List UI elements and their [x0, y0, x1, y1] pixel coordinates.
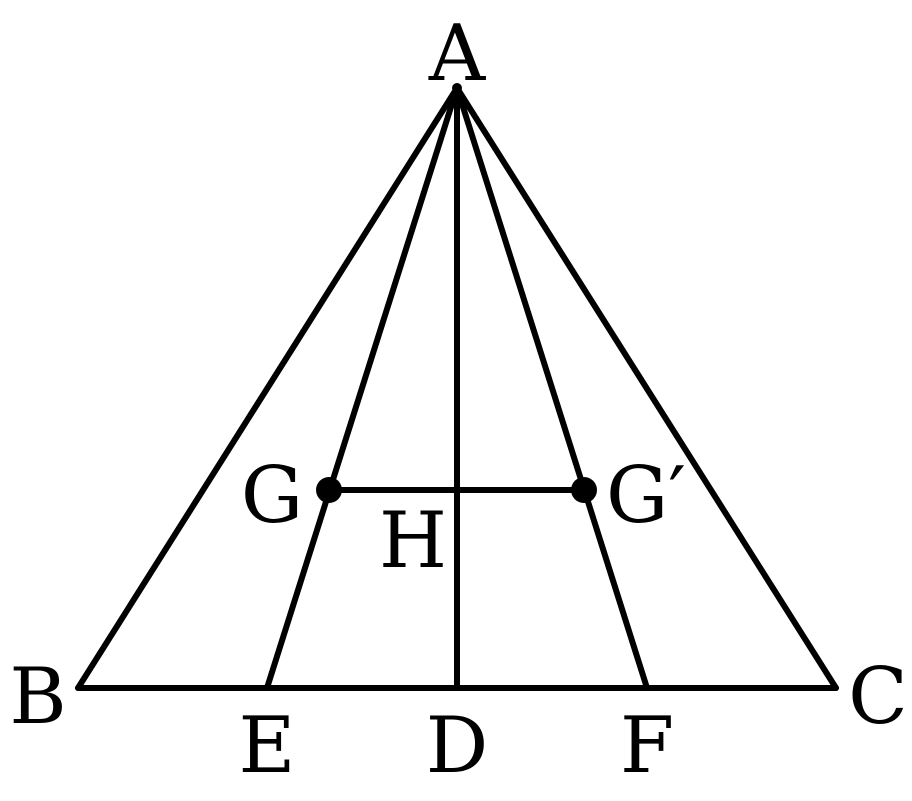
label-G-prime: G′: [606, 451, 686, 541]
segment-AC: [454, 85, 839, 691]
point-G-prime: [571, 477, 597, 503]
label-D: D: [426, 701, 489, 791]
label-F: F: [620, 701, 674, 791]
segment-AE: [264, 85, 460, 691]
point-G: [316, 477, 342, 503]
segment-AF: [454, 85, 650, 691]
label-C: C: [848, 652, 908, 742]
segment-AB: [75, 85, 460, 691]
label-G: G: [241, 451, 303, 541]
label-H: H: [379, 496, 447, 586]
point-A: [452, 83, 462, 93]
label-A: A: [428, 9, 487, 99]
label-B: B: [9, 652, 66, 742]
label-E: E: [239, 701, 296, 791]
